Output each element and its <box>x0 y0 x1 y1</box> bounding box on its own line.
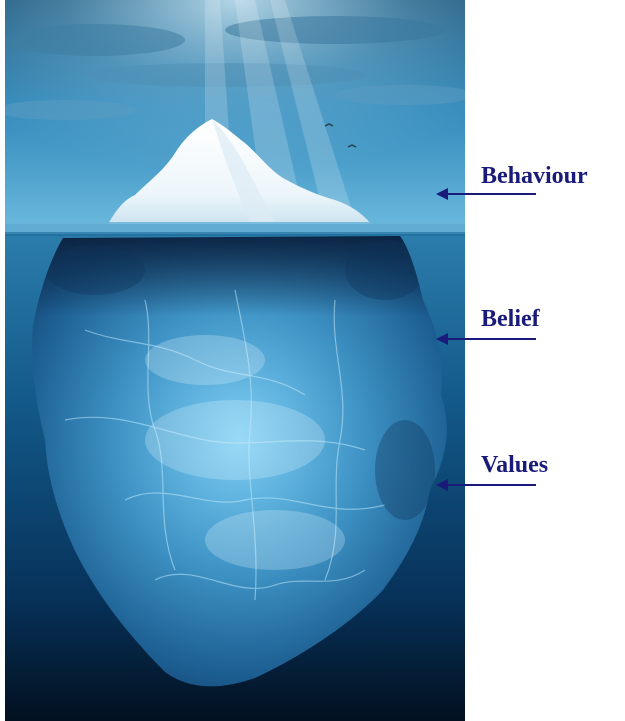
clouds <box>5 16 465 120</box>
water-surface <box>5 222 465 234</box>
label-belief: Belief <box>481 306 540 332</box>
arrow-left-icon <box>436 479 536 491</box>
arrow-left-icon <box>436 188 536 200</box>
arrow-left-icon <box>436 333 536 345</box>
label-values: Values <box>481 452 549 478</box>
iceberg-illustration <box>5 0 465 721</box>
iceberg-tip-shadow <box>212 119 275 224</box>
iceberg-underwater <box>32 236 447 687</box>
label-behaviour: Behaviour <box>481 163 588 189</box>
birds <box>324 123 357 148</box>
